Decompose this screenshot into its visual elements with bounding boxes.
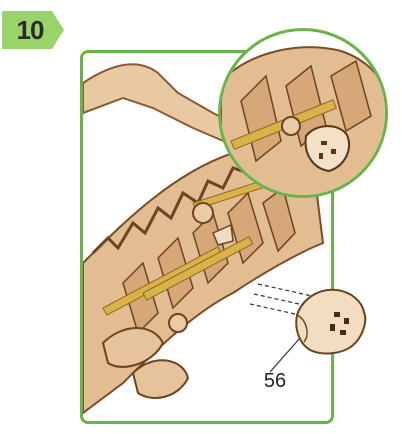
part-56-illustration: [282, 280, 374, 360]
part-number-label: 56: [255, 370, 295, 393]
wooden-part-icon: [282, 280, 374, 360]
